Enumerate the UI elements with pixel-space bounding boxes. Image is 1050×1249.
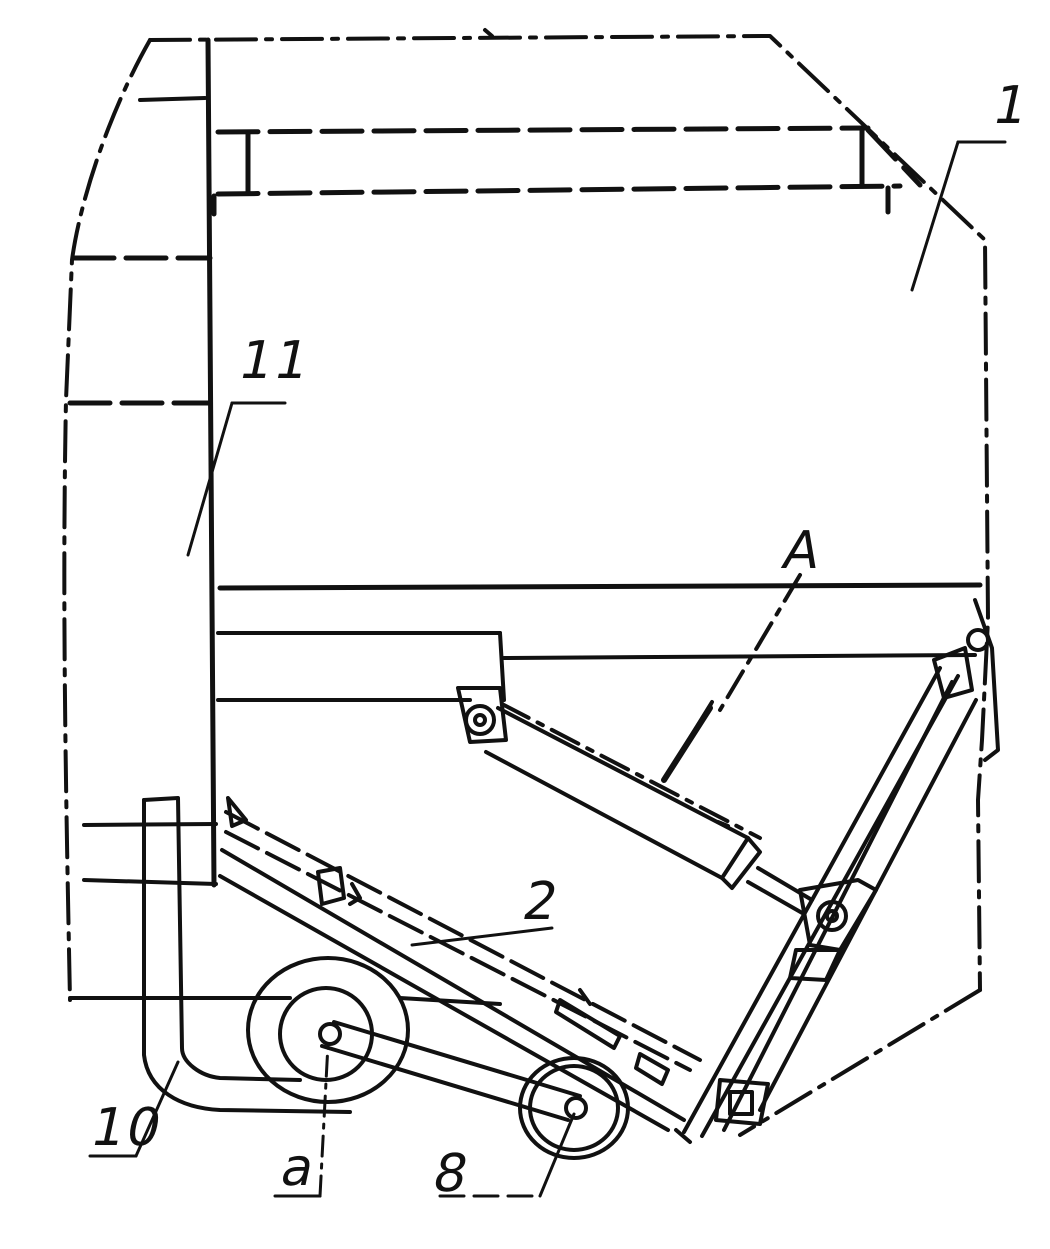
small-wheel-8 xyxy=(518,1056,630,1160)
compartment-wall-11 xyxy=(205,37,983,888)
cross-member xyxy=(216,631,977,702)
telescopic-cylinder xyxy=(674,598,1000,1144)
upper-frame-posts xyxy=(211,127,891,217)
small-tick-marks xyxy=(138,28,494,102)
body-outline xyxy=(62,34,990,1137)
actuator-A xyxy=(456,686,814,916)
large-wheel-a xyxy=(246,956,410,1104)
bent-tube-10 xyxy=(142,796,352,1114)
leader-lines xyxy=(88,140,1007,1198)
link-arm xyxy=(320,1020,582,1122)
inclined-frame-2 xyxy=(218,796,702,1132)
label-10: 10 xyxy=(85,1098,169,1158)
label-11: 11 xyxy=(233,331,317,391)
upper-frame-dashed xyxy=(67,125,923,406)
arrow-A-leader xyxy=(661,573,802,783)
